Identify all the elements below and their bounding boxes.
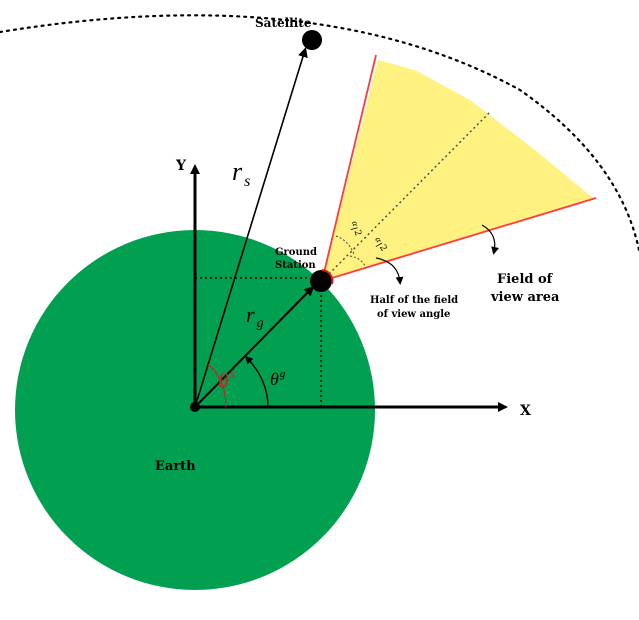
satellite-marker (302, 30, 322, 50)
satellite-position-vector (194, 47, 308, 408)
half-fov-pointer (375, 257, 404, 285)
field-of-view-area (322, 60, 593, 281)
half-fov-label-line2: of view angle (377, 309, 450, 320)
half-angle-arc-right (349, 255, 367, 269)
satellite-label: Satellite (255, 16, 312, 30)
satellite-orbit (0, 14, 639, 252)
svg-text:2: 2 (377, 243, 389, 253)
alpha-half-label-left: α 2 (350, 220, 363, 237)
fov-area-label-line1: Field of (497, 272, 554, 287)
theta-g-label: θg (270, 368, 286, 389)
theta-s-arc (207, 363, 227, 408)
fov-area-pointer (481, 224, 499, 255)
fov-area-label-line2: view area (490, 290, 560, 305)
origin-point (190, 402, 200, 412)
ground-station-position-vector (194, 285, 315, 408)
x-axis-label: X (520, 403, 531, 419)
earth-label: Earth (155, 459, 196, 474)
svg-text:2: 2 (351, 229, 362, 237)
fov-edge-right (321, 197, 597, 282)
y-axis-label: Y (175, 158, 187, 174)
ground-station-marker (310, 270, 332, 292)
svg-text:α: α (350, 220, 361, 227)
theta-g-arc (244, 355, 269, 408)
half-angle-arc-left (335, 235, 355, 255)
half-fov-label-line1: Half of the field (370, 295, 458, 306)
fov-edge-left (321, 54, 377, 282)
ground-station-label-line1: Ground (275, 247, 317, 258)
svg-text:α: α (373, 235, 384, 244)
ground-station-red-mark (321, 269, 334, 285)
alpha-half-label-right: α 2 (373, 235, 389, 253)
ground-station-label-line2: Station (275, 260, 316, 271)
theta-s-label: θs (218, 367, 236, 393)
